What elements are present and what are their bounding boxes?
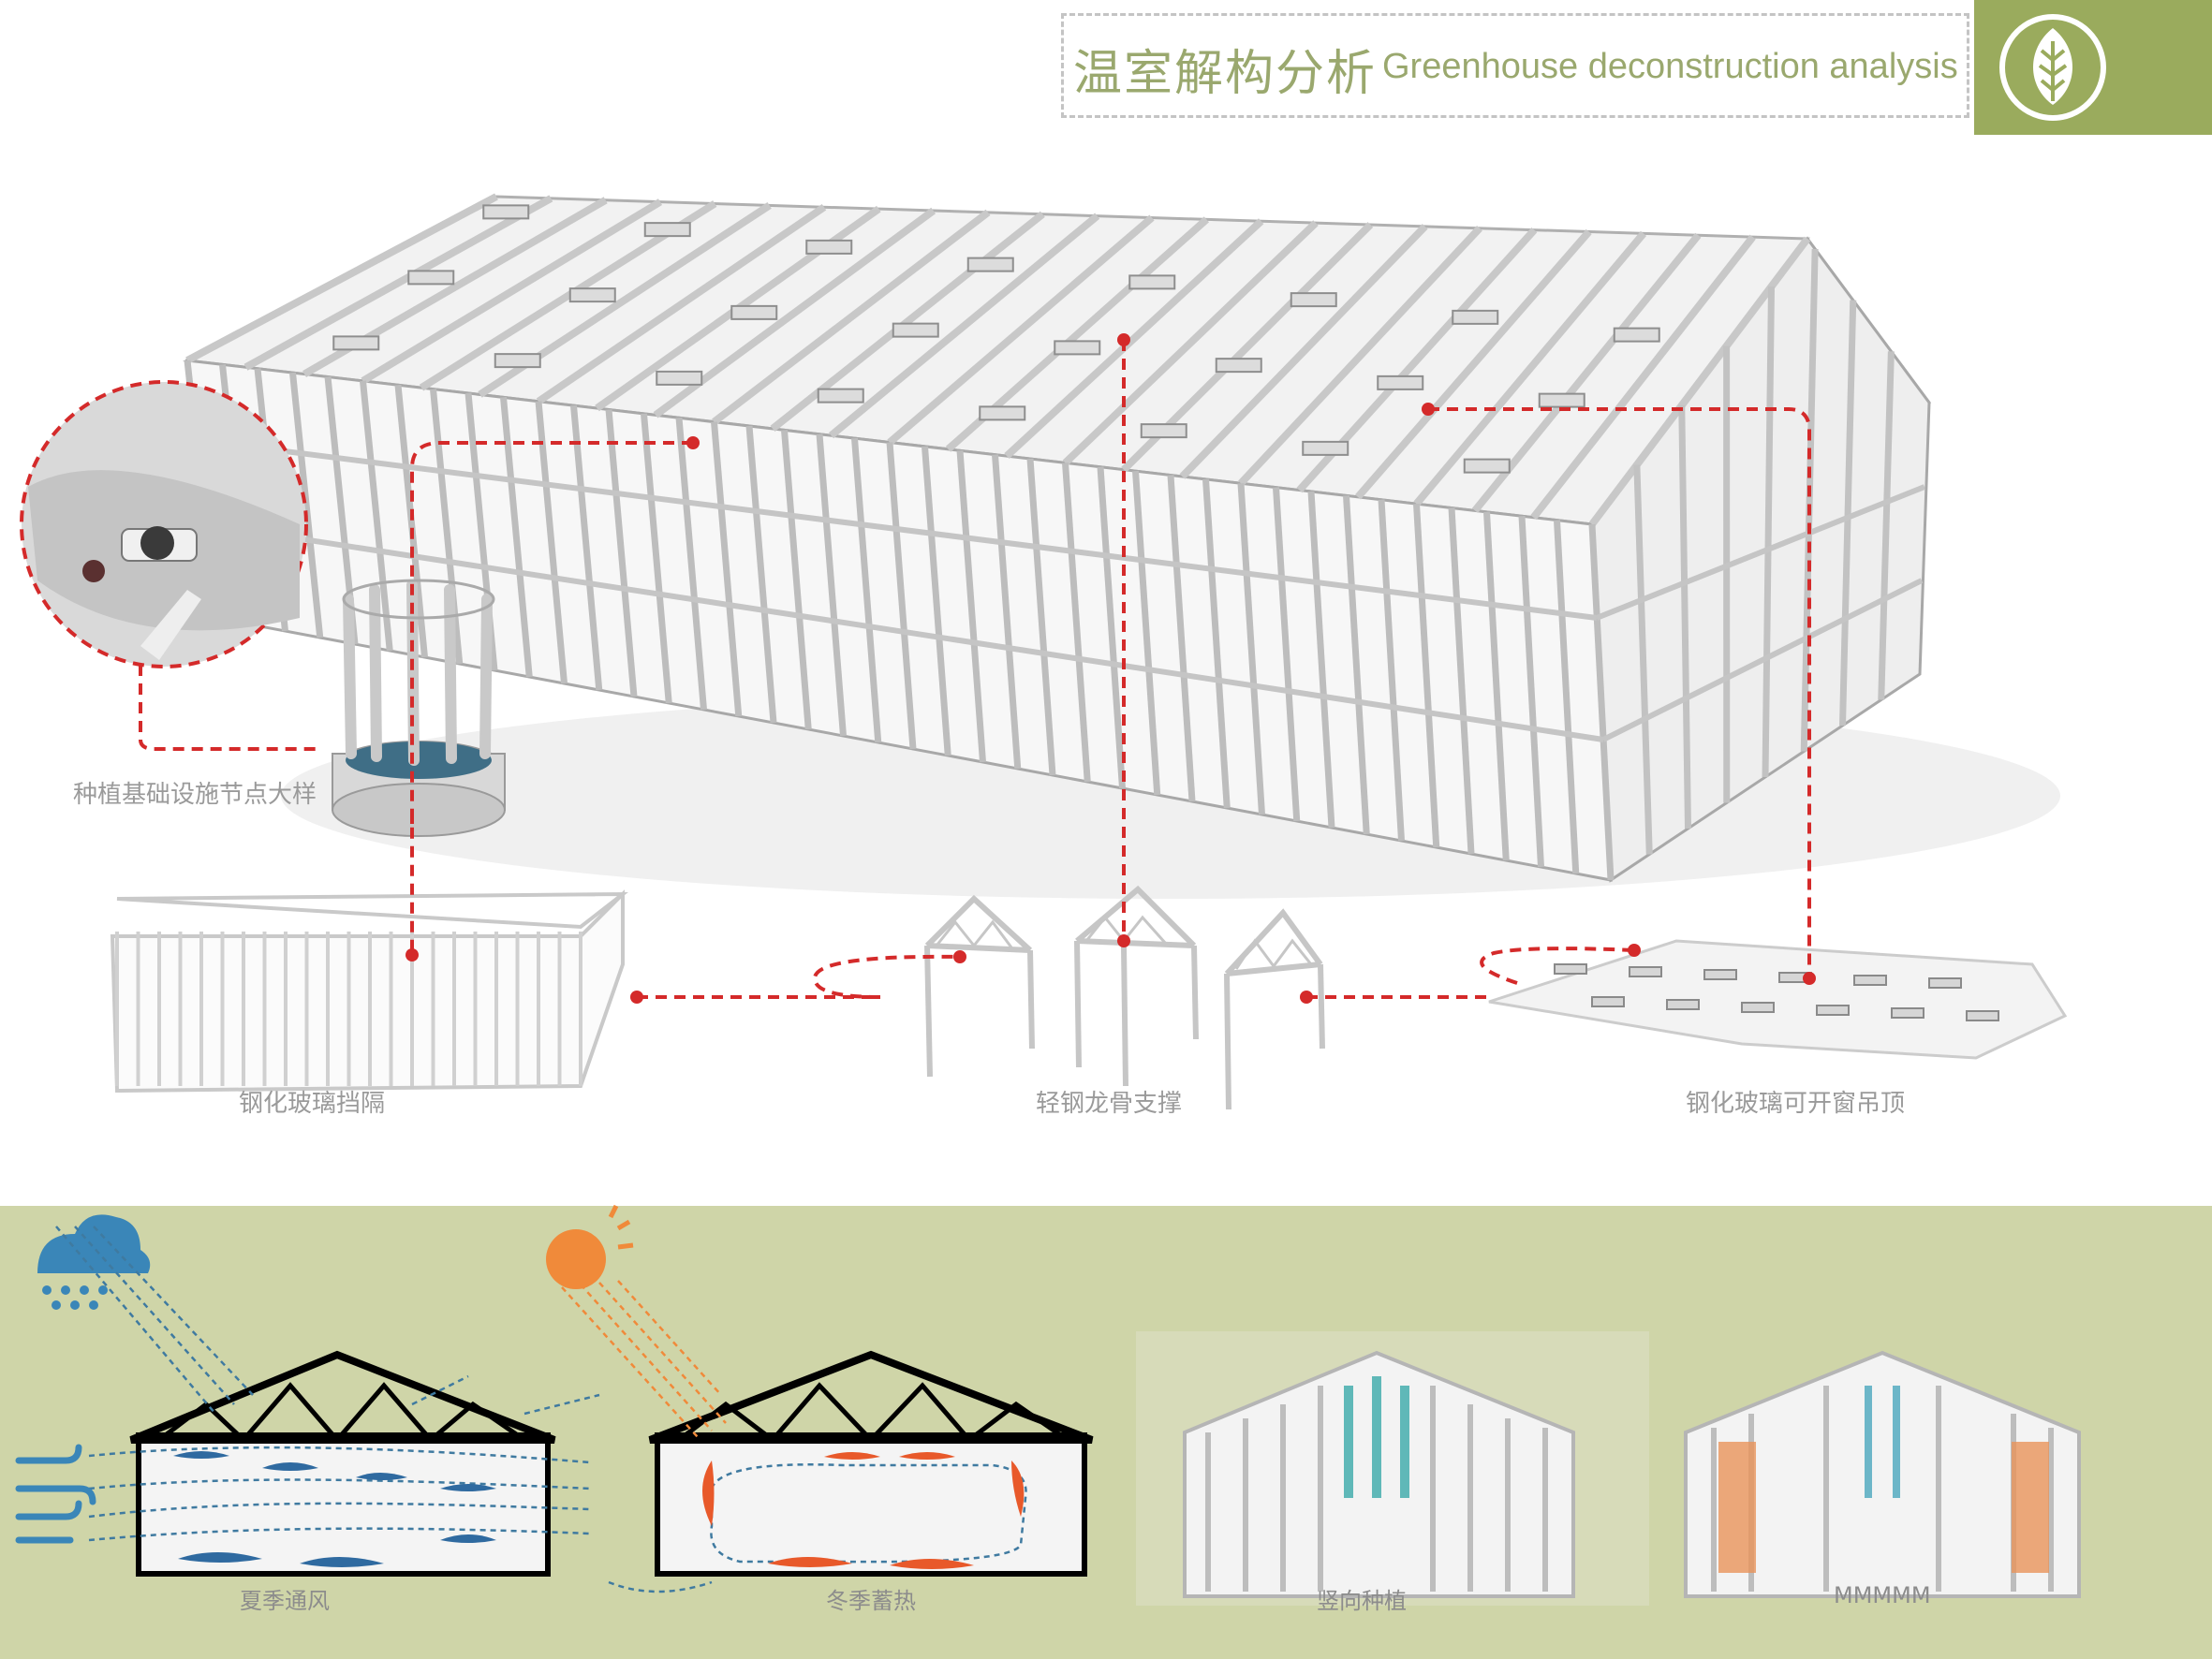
- vertical-planting-label: 竖向种植: [1317, 1588, 1407, 1614]
- planting-tower: [332, 579, 506, 837]
- logo-block: [1974, 0, 2212, 135]
- rain-cloud-icon: [37, 1214, 151, 1310]
- connector-dots: [406, 333, 1816, 1004]
- title-frame: [1061, 13, 1969, 118]
- winter-heat-storage-section: [561, 1280, 1094, 1593]
- planting-detail-circle: [20, 380, 308, 668]
- wall-planting-render: [1684, 1350, 2081, 1598]
- glass-roof-drawing: [1488, 939, 2068, 1060]
- page-title-en: Greenhouse deconstruction analysis: [1382, 47, 1958, 86]
- summer-ventilation-section: [15, 1226, 600, 1577]
- glass-roof-label: 钢化玻璃可开窗吊顶: [1686, 1090, 1906, 1118]
- sun-icon: [546, 1204, 634, 1289]
- summer-label: 夏季通风: [240, 1588, 330, 1614]
- greenhouse-illustration: [20, 193, 2068, 1110]
- page-title-cn: 温室解构分析: [1073, 46, 1378, 102]
- leaf-icon: [1999, 14, 2106, 121]
- glass-partition-drawing: [110, 889, 628, 1094]
- main-greenhouse: [183, 193, 1932, 883]
- connector-lines: [139, 340, 1811, 999]
- planting-detail-label: 种植基础设施节点大样: [73, 781, 317, 809]
- render-label: MMMMM: [1834, 1582, 1931, 1608]
- glass-partition-label: 钢化玻璃挡隔: [239, 1090, 386, 1118]
- steel-keel-label: 轻钢龙骨支撑: [1036, 1090, 1183, 1118]
- vertical-planting-render: [1136, 1331, 1649, 1606]
- winter-label: 冬季蓄热: [826, 1588, 916, 1614]
